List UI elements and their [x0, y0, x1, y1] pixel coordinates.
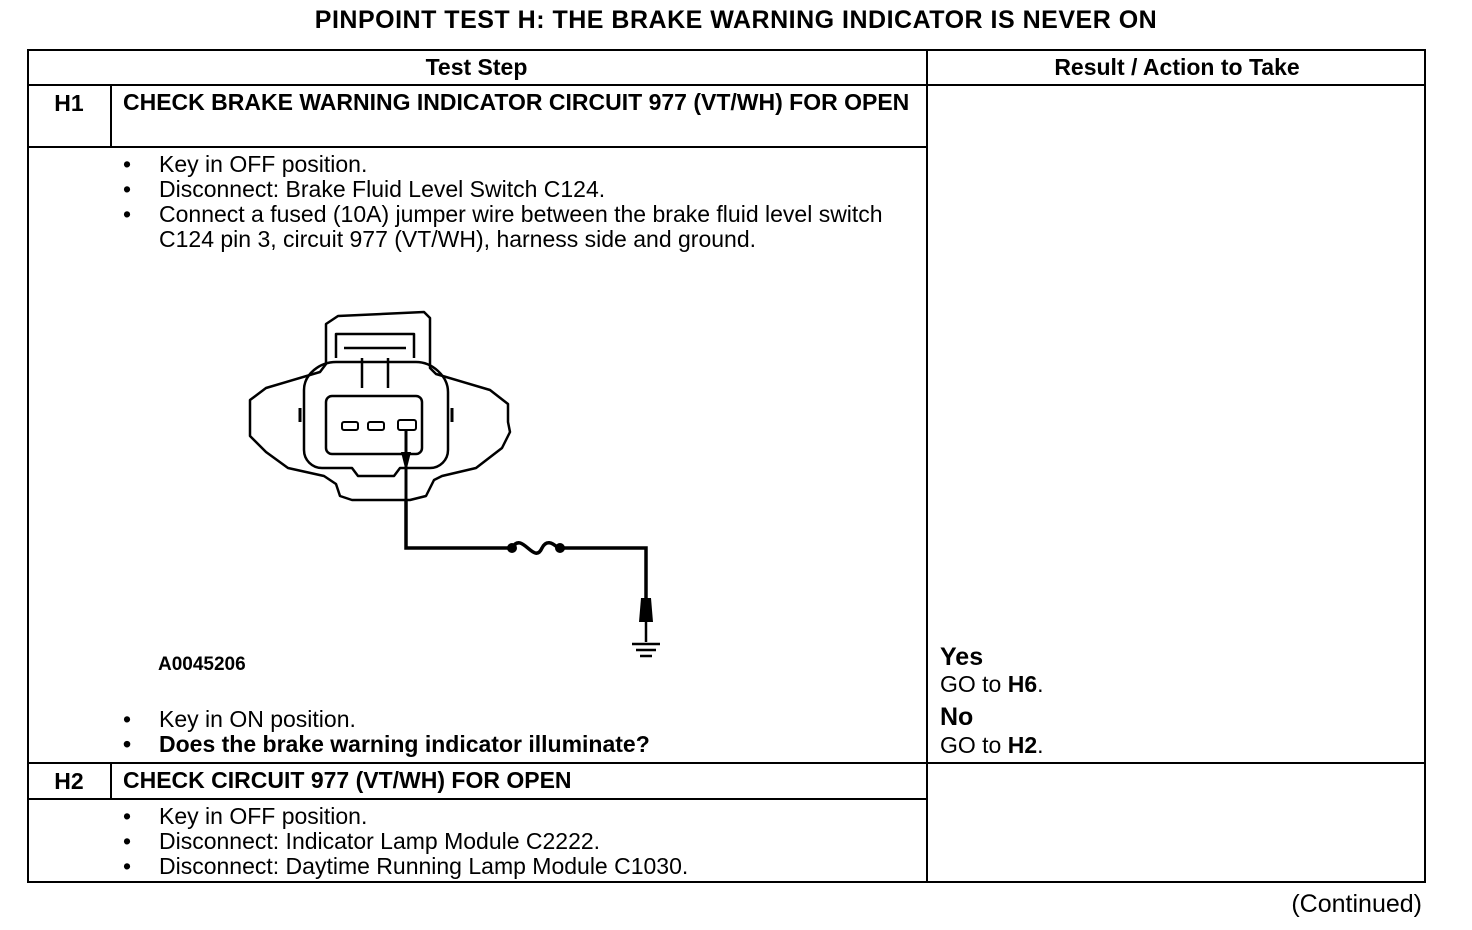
- column-divider: [926, 49, 928, 883]
- list-item: Key in ON position.: [123, 707, 913, 733]
- header-result-action: Result / Action to Take: [1054, 54, 1300, 80]
- result-yes-action: GO to H6.: [940, 671, 1044, 697]
- list-item-question: Does the brake warning indicator illumin…: [123, 732, 913, 758]
- h1-instructions-after: Key in ON position. Does the brake warni…: [123, 707, 913, 758]
- header-test-step: Test Step: [425, 54, 528, 80]
- header-divider: [27, 84, 1426, 86]
- connector-body: [248, 310, 512, 502]
- list-item: Disconnect: Brake Fluid Level Switch C12…: [123, 177, 913, 203]
- h2-title-divider: [27, 798, 926, 800]
- h2-instructions: Key in OFF position. Disconnect: Indicat…: [123, 804, 913, 880]
- step-title-h1: CHECK BRAKE WARNING INDICATOR CIRCUIT 97…: [123, 89, 910, 115]
- list-item: Key in OFF position.: [123, 152, 913, 178]
- step-id-h1: H1: [54, 90, 84, 116]
- step-title-h2: CHECK CIRCUIT 977 (VT/WH) FOR OPEN: [123, 767, 572, 793]
- list-item: Connect a fused (10A) jumper wire betwee…: [123, 202, 913, 252]
- result-yes-label: Yes: [940, 643, 984, 671]
- ground-symbol: [632, 642, 660, 658]
- list-item: Disconnect: Daytime Running Lamp Module …: [123, 854, 913, 880]
- result-no-label: No: [940, 703, 974, 731]
- continued-note: (Continued): [1291, 890, 1422, 918]
- h1-h2-divider: [27, 762, 1426, 764]
- h1-title-divider: [27, 146, 926, 148]
- list-item: Disconnect: Indicator Lamp Module C2222.: [123, 829, 913, 855]
- page-title: PINPOINT TEST H: THE BRAKE WARNING INDIC…: [314, 6, 1158, 34]
- jumper-wire: [404, 500, 512, 550]
- list-item: Key in OFF position.: [123, 804, 913, 830]
- ground-clip: [639, 598, 653, 622]
- h2-id-divider: [110, 762, 112, 799]
- h1-id-divider: [110, 84, 112, 146]
- fuse-symbol: [510, 541, 560, 555]
- connector-jumper-diagram: [248, 310, 660, 658]
- step-id-h2: H2: [54, 768, 84, 794]
- result-no-action: GO to H2.: [940, 732, 1044, 758]
- h1-instructions: Key in OFF position. Disconnect: Brake F…: [123, 152, 913, 252]
- pinpoint-test-table: [27, 49, 1426, 883]
- figure-id: A0045206: [158, 654, 246, 675]
